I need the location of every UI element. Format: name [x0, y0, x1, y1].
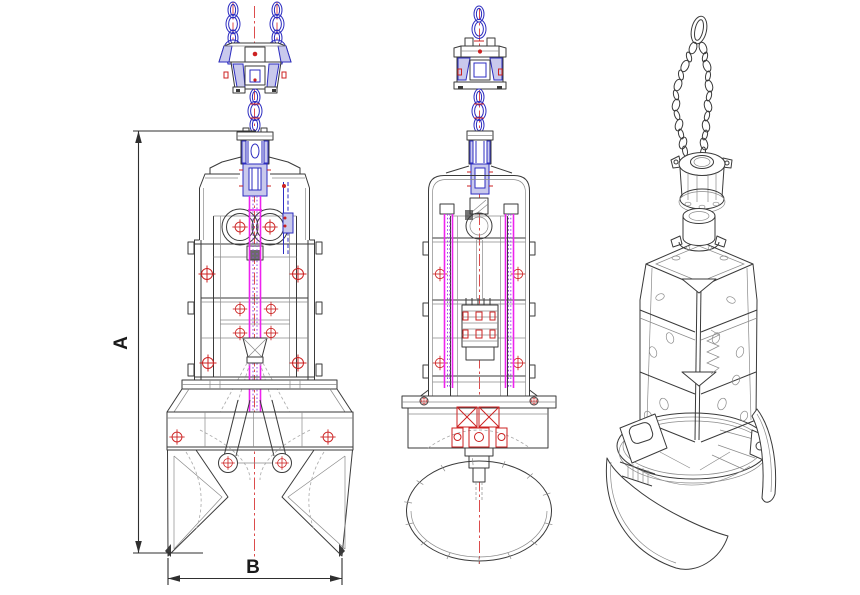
iso-base-ring	[616, 412, 770, 486]
side-gearbox	[461, 298, 499, 361]
iso-chain-fitting	[670, 152, 733, 213]
iso-tower	[639, 240, 758, 443]
front-hook-block	[218, 42, 292, 94]
iso-chain-right	[698, 41, 714, 158]
side-suspension-head	[445, 130, 513, 195]
side-closed-shell	[404, 458, 553, 564]
dimension-b-label: B	[246, 557, 260, 578]
side-view	[401, 5, 557, 564]
front-middle-chain	[247, 88, 263, 134]
side-rope-lines	[439, 203, 519, 388]
iso-master-link	[690, 15, 708, 45]
front-view: A B	[111, 1, 354, 585]
iso-shell-petals	[605, 408, 777, 570]
side-bucket-frame	[401, 389, 557, 449]
isometric-view	[605, 15, 777, 570]
side-shaft	[464, 447, 494, 502]
side-shell-hatching	[404, 458, 553, 564]
front-rope-lines	[248, 196, 262, 430]
dimension-a: A	[111, 130, 256, 554]
dimension-a-label: A	[111, 336, 132, 350]
iso-chain-left	[671, 41, 698, 157]
front-rope-pulleys	[221, 208, 289, 261]
front-grab-jaws	[165, 429, 353, 557]
side-top-chain	[471, 5, 487, 42]
side-middle-chain	[471, 88, 487, 134]
dimension-b: B	[167, 557, 343, 585]
side-cage	[422, 175, 536, 404]
front-bucket-frame	[166, 379, 354, 473]
front-suspension-head	[209, 127, 301, 197]
front-blue-cable	[282, 182, 294, 254]
iso-top-cylinder	[670, 208, 727, 252]
side-hook-block	[453, 37, 507, 90]
iso-spring	[706, 329, 720, 375]
side-pulley	[465, 197, 493, 300]
